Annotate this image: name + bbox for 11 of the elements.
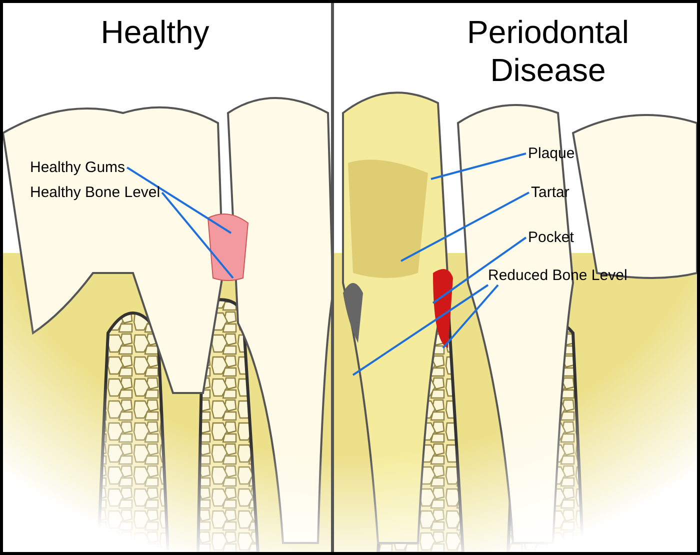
part-label: Healthy Bone Level [30, 184, 160, 201]
panel-heading: Periodontal Disease [466, 13, 630, 89]
leader-line [432, 236, 527, 304]
leader-line [400, 192, 530, 262]
leader-line [442, 284, 499, 349]
leader-line [352, 284, 489, 376]
leader-line [126, 166, 232, 234]
part-label: Healthy Gums [30, 159, 126, 176]
leader-line [430, 152, 526, 180]
panel-heading: Healthy [100, 13, 210, 51]
leader-line [161, 192, 234, 279]
